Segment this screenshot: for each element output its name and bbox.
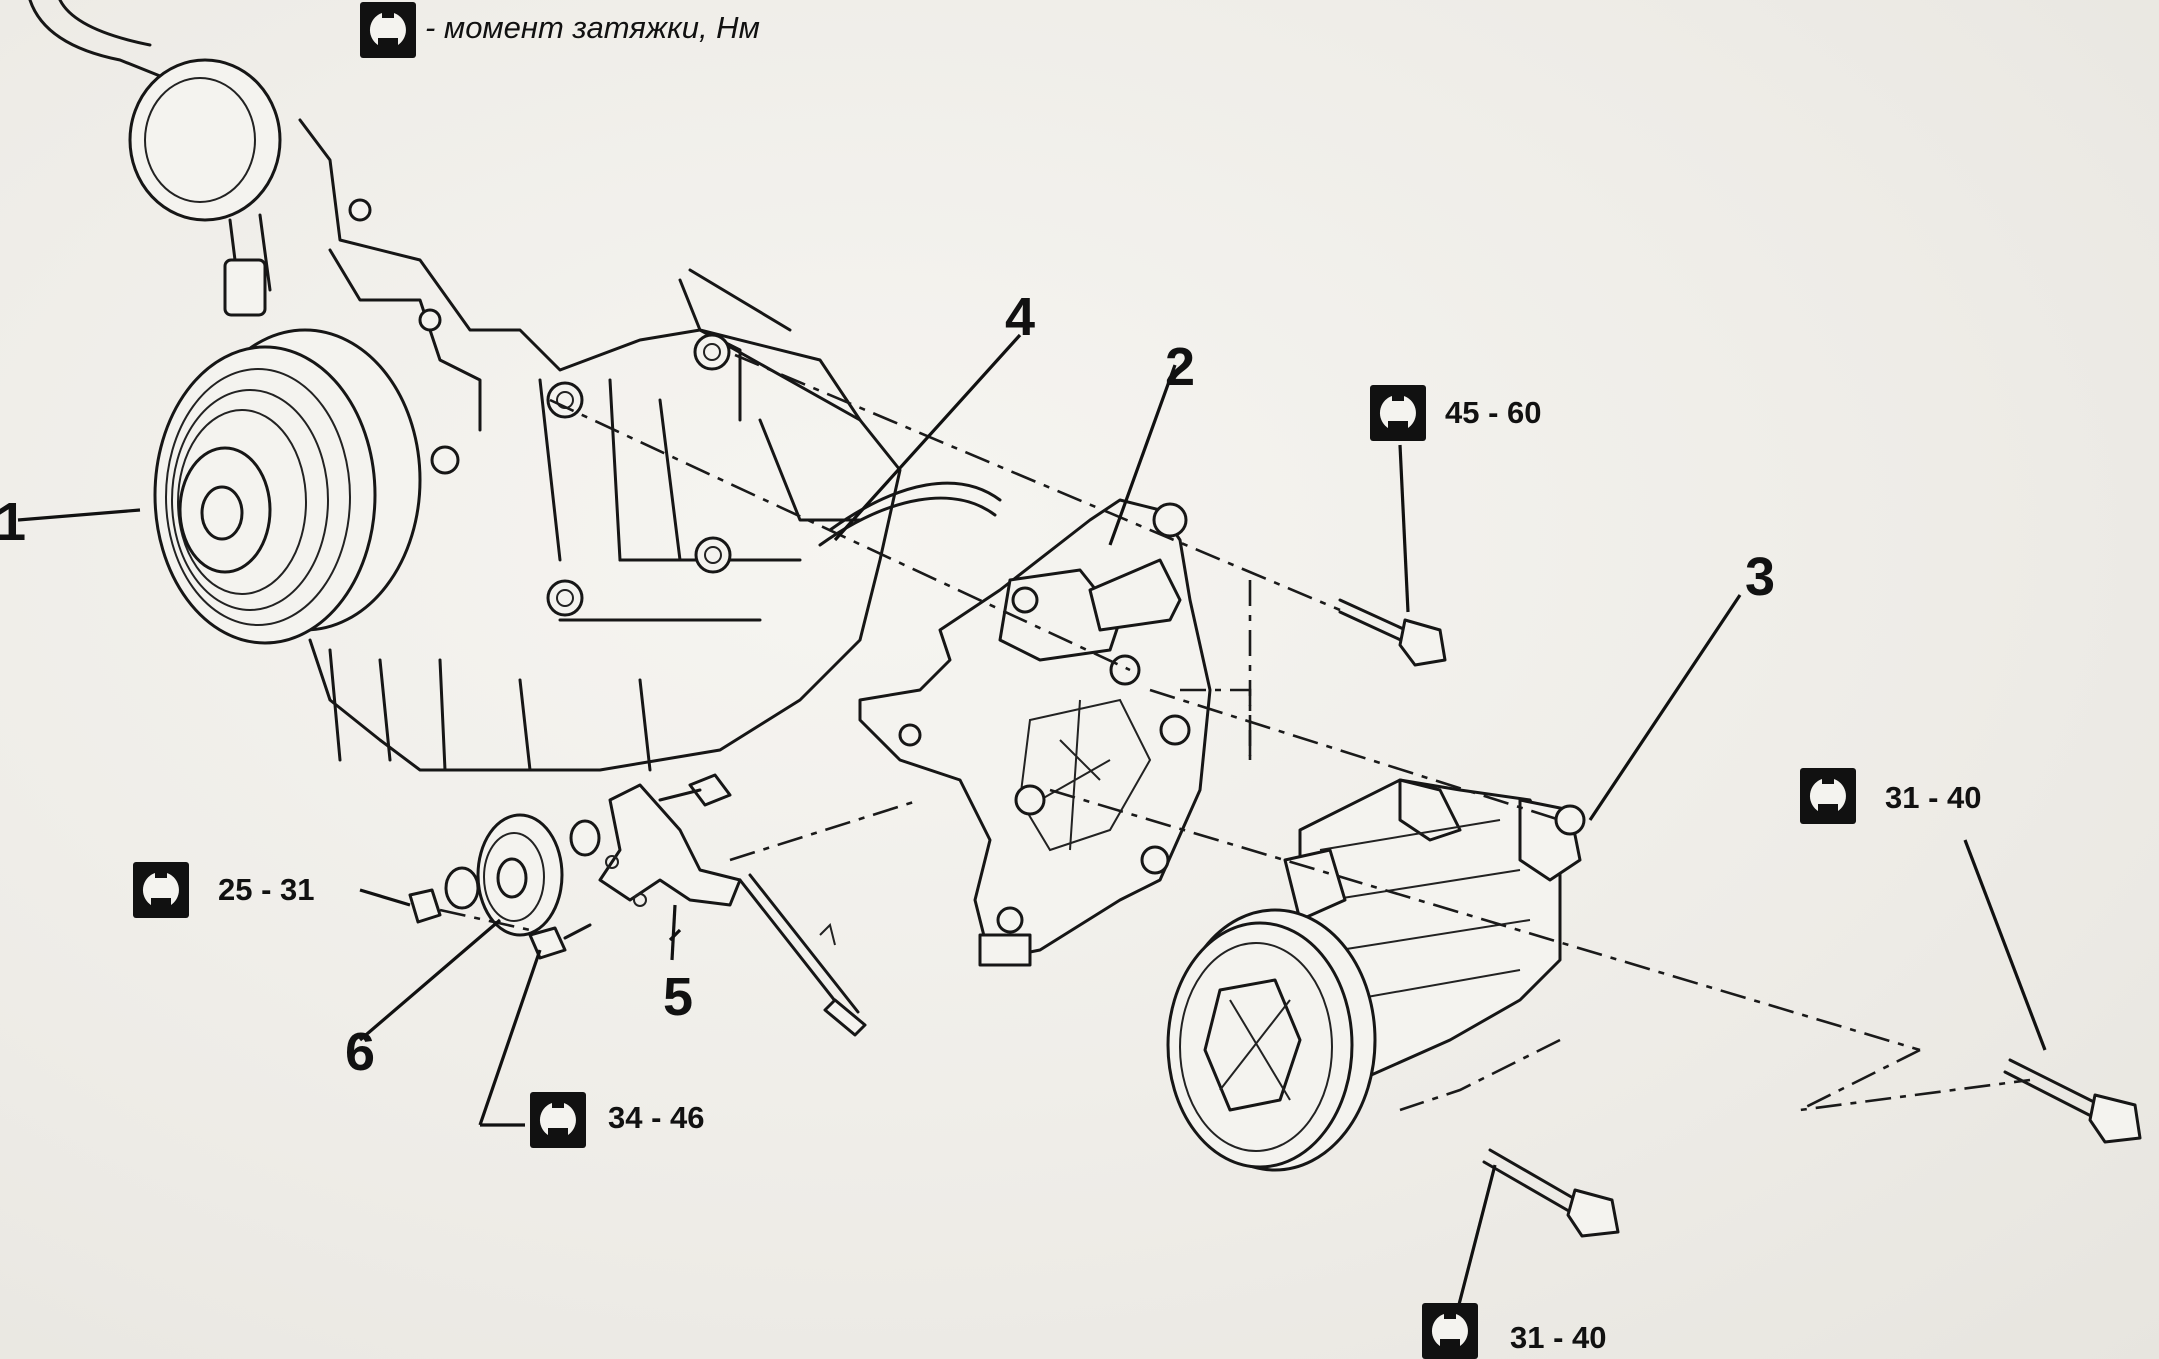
svg-text:45 - 60: 45 - 60 <box>1445 395 1542 430</box>
callout-5: 5 <box>663 967 693 1027</box>
callout-4: 4 <box>1005 287 1035 347</box>
bolt-compressor-lower <box>1482 1148 1620 1238</box>
svg-text:31 - 40: 31 - 40 <box>1510 1320 1607 1355</box>
legend-text: - момент затяжки, Нм <box>425 10 760 45</box>
torque-wrench-icon <box>1422 1303 1478 1359</box>
torque-compressor-upper: 31 - 40 <box>1800 768 1982 824</box>
torque-adjuster-bolt: 34 - 46 <box>530 1092 705 1148</box>
callout-2: 2 <box>1165 337 1195 397</box>
svg-text:25 - 31: 25 - 31 <box>218 872 315 907</box>
engine-block <box>28 0 902 772</box>
torque-labels: 45 - 60 31 - 40 31 - 40 25 - 31 34 - 46 <box>133 385 1982 1359</box>
torque-bracket-bolt: 45 - 60 <box>1370 385 1542 441</box>
drive-belt <box>828 481 1002 532</box>
bolt-bracket <box>1338 598 1447 667</box>
svg-text:34 - 46: 34 - 46 <box>608 1100 705 1135</box>
idler-pulley-assembly <box>408 813 601 937</box>
ac-compressor <box>1166 778 1586 1172</box>
compressor-bracket <box>858 498 1212 967</box>
torque-wrench-icon <box>530 1092 586 1148</box>
callouts: 1 2 3 4 5 6 <box>0 287 1775 1082</box>
torque-wrench-icon <box>1370 385 1426 441</box>
callout-1: 1 <box>0 492 26 552</box>
torque-wrench-icon <box>1800 768 1856 824</box>
torque-compressor-lower: 31 - 40 <box>1422 1303 1607 1359</box>
torque-wrench-icon <box>360 2 416 58</box>
torque-idler-nut: 25 - 31 <box>133 862 315 918</box>
tensioner-bracket <box>528 773 867 1037</box>
legend: - момент затяжки, Нм <box>360 2 760 58</box>
callout-3: 3 <box>1745 547 1775 607</box>
callout-6: 6 <box>345 1022 375 1082</box>
crankshaft-pulley <box>153 328 422 645</box>
leader-lines <box>17 333 2047 1321</box>
torque-wrench-icon <box>133 862 189 918</box>
bolt-compressor-upper <box>2003 1058 2142 1144</box>
svg-text:31 - 40: 31 - 40 <box>1885 780 1982 815</box>
